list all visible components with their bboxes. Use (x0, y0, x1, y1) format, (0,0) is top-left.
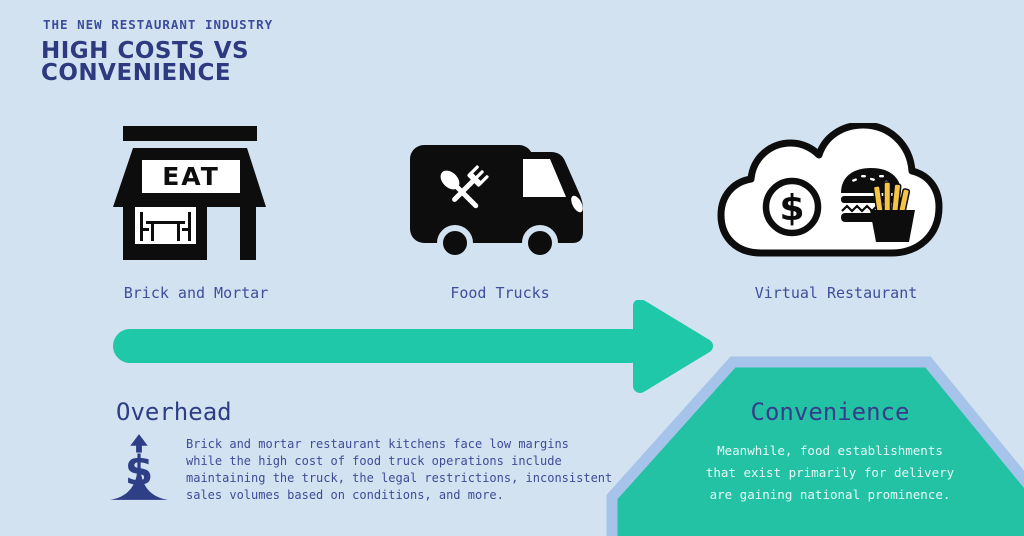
food-truck-icon (410, 145, 583, 261)
storefront-roof (123, 126, 257, 141)
dollar-coin-symbol: $ (779, 188, 804, 229)
truck-headlight (571, 195, 583, 213)
label-food-trucks: Food Trucks (450, 284, 550, 302)
crossed-spoon-fork-icon (440, 165, 489, 209)
overhead-body-text: Brick and mortar restaurant kitchens fac… (186, 437, 613, 502)
page-title: HIGH COSTS VS CONVENIENCE (41, 38, 250, 86)
fries-icon (870, 181, 915, 242)
convenience-heading: Convenience (750, 398, 910, 426)
right-arrow-icon (113, 300, 713, 393)
dollar-coin-icon (762, 177, 822, 237)
label-brick-and-mortar: Brick and Mortar (123, 284, 269, 302)
label-virtual-restaurant: Virtual Restaurant (754, 284, 918, 302)
eyebrow-title: THE NEW RESTAURANT INDUSTRY (43, 17, 274, 32)
storefront-window (135, 207, 196, 244)
hexagon-shape (606, 356, 1024, 536)
storefront-icon: EAT (113, 126, 266, 260)
storefront-right-leg (240, 207, 256, 260)
truck-body (410, 145, 533, 243)
convenience-body-text: Meanwhile, food establishments that exis… (705, 443, 955, 502)
truck-rear-wheel (437, 225, 473, 261)
table-and-chairs-icon (140, 212, 191, 241)
overhead-heading: Overhead (116, 398, 232, 426)
eat-sign (142, 160, 240, 193)
truck-windshield (523, 159, 566, 197)
overhead-dollar-symbol: $ (125, 446, 153, 494)
cloud-restaurant-icon: $ (717, 123, 943, 257)
dollar-base-swoosh (110, 472, 168, 500)
rising-cost-dollar-icon: $ (110, 434, 168, 500)
arrow-head (633, 300, 713, 393)
up-arrow-icon (130, 434, 148, 446)
truck-front-wheel (522, 225, 558, 261)
eat-sign-text: EAT (162, 162, 220, 191)
